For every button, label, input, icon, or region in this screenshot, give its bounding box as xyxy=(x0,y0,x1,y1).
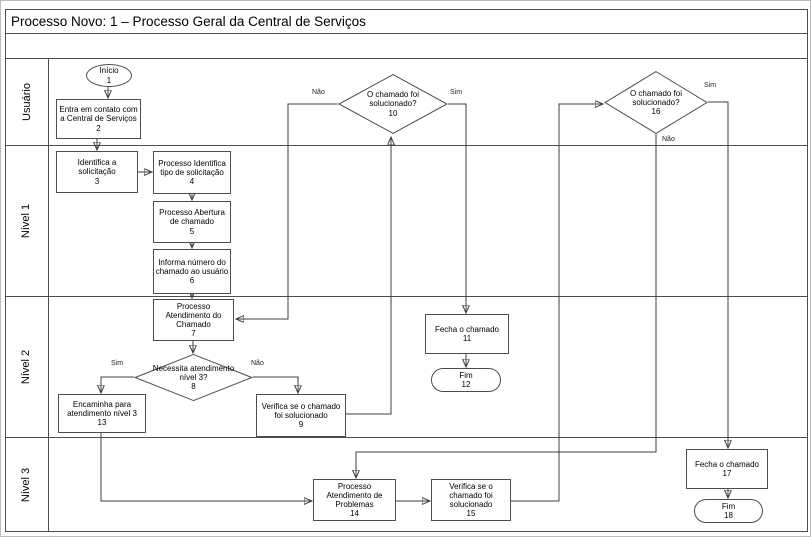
branch-label-sim: Sim xyxy=(704,82,717,89)
node-label: Informa número do chamado ao usuário xyxy=(155,257,229,276)
node-number: 17 xyxy=(722,469,732,478)
node-label: Fim xyxy=(459,370,473,380)
node-number: 14 xyxy=(350,509,359,519)
node-label: Verifica se o chamado foi solucionado xyxy=(261,401,341,420)
diamond-shape xyxy=(134,354,253,401)
lane-nivel1: Nível 1 xyxy=(5,145,48,296)
branch-label-nao: Não xyxy=(312,89,325,96)
node-label: Fecha o chamado xyxy=(434,324,500,334)
node-number: 3 xyxy=(94,176,100,186)
node-number: 2 xyxy=(96,123,101,133)
lane-nivel1-label: Nível 1 xyxy=(20,203,33,238)
lane-nivel2-label: Nível 2 xyxy=(20,349,33,384)
title-divider xyxy=(5,33,808,34)
lane-nivel3: Nível 3 xyxy=(5,437,48,532)
node-label: O chamado foi solucionado? xyxy=(366,90,420,109)
node-10-chamado-solucionado-decision[interactable]: O chamado foi solucionado?10 xyxy=(338,74,448,134)
node-number: 7 xyxy=(191,329,196,339)
node-label: Processo Abertura de chamado xyxy=(159,208,225,227)
node-number: 9 xyxy=(298,420,304,430)
lane-nivel2: Nível 2 xyxy=(5,296,48,437)
node-label: Verifica se o chamado foi solucionado xyxy=(449,481,493,509)
node-8-necessita-nivel3-decision[interactable]: Necessita atendimento nível 3?8 xyxy=(134,354,253,401)
branch-label-sim: Sim xyxy=(111,360,124,367)
node-label: Necessita atendimento nível 3? xyxy=(152,363,235,382)
diamond-shape xyxy=(604,71,708,134)
diamond-shape xyxy=(338,74,448,134)
node-label: Fim xyxy=(721,501,736,511)
branch-label-nao: Não xyxy=(251,360,264,367)
diagram-title: Processo Novo: 1 – Processo Geral da Cen… xyxy=(11,13,366,29)
node-label: Processo Atendimento do Chamado xyxy=(165,301,222,329)
node-number: 1 xyxy=(106,75,112,85)
node-label: Processo Atendimento de Problemas xyxy=(326,481,383,509)
node-label: Fecha o chamado xyxy=(694,459,760,469)
node-number: 6 xyxy=(189,276,195,286)
node-number: 4 xyxy=(189,177,195,187)
node-number: 15 xyxy=(466,509,476,519)
diagram-border xyxy=(5,9,808,532)
lane-divider-nivel1-nivel2 xyxy=(5,296,808,297)
node-2-entra-em-contato[interactable]: Entra em contato com a Central de Serviç… xyxy=(56,99,141,139)
node-label: Início xyxy=(99,66,119,76)
lane-divider-usuario-nivel1 xyxy=(5,145,808,146)
node-16-chamado-solucionado-decision[interactable]: O chamado foi solucionado?16 xyxy=(604,71,708,134)
node-label: Processo Identifica tipo de solicitação xyxy=(158,158,226,177)
lane-usuario-label: Usuário xyxy=(20,82,33,121)
node-number: 11 xyxy=(462,334,472,343)
lane-nivel3-label: Nível 3 xyxy=(20,467,33,502)
lane-label-column-divider xyxy=(48,58,49,532)
node-number: 16 xyxy=(651,107,661,117)
node-number: 18 xyxy=(724,511,733,520)
node-number: 8 xyxy=(191,382,196,392)
branch-label-nao: Não xyxy=(662,136,675,143)
branch-label-sim: Sim xyxy=(450,89,463,96)
node-label: Identifica a solicitação xyxy=(77,158,117,177)
header-band-divider xyxy=(5,58,808,59)
lane-divider-nivel2-nivel3 xyxy=(5,437,808,438)
lane-usuario: Usuário xyxy=(5,58,48,145)
node-label: O chamado foi solucionado? xyxy=(629,88,683,107)
node-number: 12 xyxy=(461,380,471,389)
node-number: 10 xyxy=(388,108,398,118)
node-label: Encaminha para atendimento nível 3 xyxy=(67,399,137,418)
node-number: 5 xyxy=(189,226,195,236)
node-label: Entra em contato com a Central de Serviç… xyxy=(59,105,138,124)
node-number: 13 xyxy=(97,418,107,428)
